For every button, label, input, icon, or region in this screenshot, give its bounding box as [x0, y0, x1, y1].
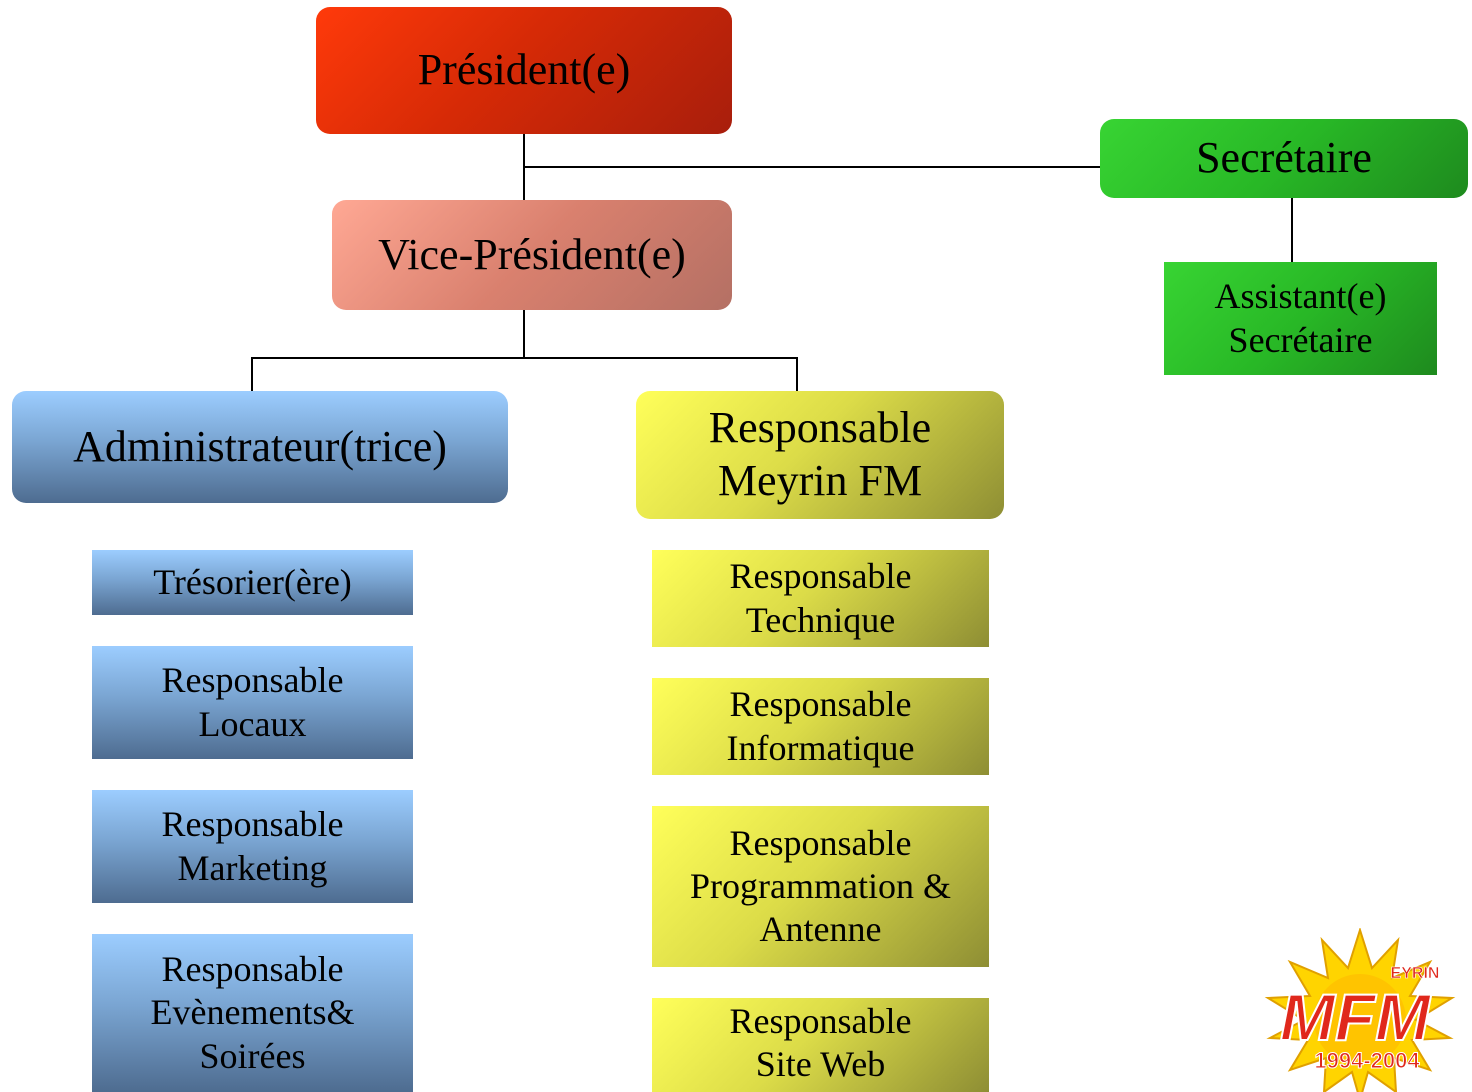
president-label: Président(e) — [417, 45, 631, 95]
responsable-evenements-box: Responsable Evènements& Soirées — [92, 934, 413, 1092]
site-web-line-2: Site Web — [755, 1044, 886, 1085]
meyrin-line-2: Meyrin FM — [717, 456, 923, 505]
vice-president-box: Vice-Président(e) — [332, 200, 732, 310]
responsable-technique-box: Responsable Technique — [652, 550, 989, 647]
logo-mfm-text: MFM — [1280, 980, 1432, 1054]
locaux-line-2: Locaux — [198, 703, 307, 744]
connector-horizontal-branch — [251, 357, 798, 359]
sun-logo-icon: EYRIN MFM 1994-2004 — [1264, 928, 1456, 1092]
tresorier-label: Trésorier(ère) — [153, 561, 352, 602]
meyrin-line-1: Responsable — [708, 403, 932, 453]
tresorier-box: Trésorier(ère) — [92, 550, 413, 615]
evenements-line-3: Soirées — [199, 1035, 306, 1076]
connector-president-secretaire — [523, 166, 1101, 168]
secretaire-label: Secrétaire — [1196, 133, 1372, 183]
sun-core — [1314, 974, 1406, 1066]
responsable-meyrin-box: Responsable Meyrin FM — [636, 391, 1004, 519]
connector-secretaire-assistant — [1291, 198, 1293, 262]
marketing-line-1: Responsable — [161, 804, 344, 845]
assistant-secretaire-box: Assistant(e) Secrétaire — [1164, 262, 1437, 375]
connector-to-meyrin — [796, 357, 798, 391]
marketing-line-2: Marketing — [177, 847, 328, 888]
assistant-line-1: Assistant(e) — [1214, 276, 1387, 317]
responsable-marketing-box: Responsable Marketing — [92, 790, 413, 903]
technique-line-2: Technique — [745, 599, 896, 640]
connector-vice-down — [523, 310, 525, 358]
logo-years: 1994-2004 — [1314, 1048, 1420, 1073]
evenements-line-2: Evènements& — [150, 992, 355, 1033]
technique-line-1: Responsable — [729, 556, 912, 597]
secretaire-box: Secrétaire — [1100, 119, 1468, 198]
meyrin-fm-logo: EYRIN MFM 1994-2004 — [1255, 928, 1465, 1092]
president-box: Président(e) — [316, 7, 732, 134]
vice-president-label: Vice-Président(e) — [378, 229, 686, 279]
informatique-line-2: Informatique — [726, 727, 915, 768]
evenements-line-1: Responsable — [161, 949, 344, 990]
responsable-programmation-box: Responsable Programmation & Antenne — [652, 806, 989, 967]
administrateur-label: Administrateur(trice) — [73, 421, 447, 471]
assistant-line-2: Secrétaire — [1228, 319, 1373, 360]
programmation-line-1: Responsable — [729, 822, 912, 863]
responsable-locaux-box: Responsable Locaux — [92, 646, 413, 759]
responsable-site-web-box: Responsable Site Web — [652, 998, 989, 1092]
informatique-line-1: Responsable — [729, 684, 912, 725]
locaux-line-1: Responsable — [161, 660, 344, 701]
site-web-line-1: Responsable — [729, 1001, 912, 1041]
connector-to-administrateur — [251, 357, 253, 391]
logo-subtext: EYRIN — [1391, 965, 1440, 982]
administrateur-box: Administrateur(trice) — [12, 391, 508, 503]
programmation-line-2: Programmation & — [690, 865, 951, 906]
responsable-informatique-box: Responsable Informatique — [652, 678, 989, 775]
programmation-line-3: Antenne — [759, 909, 882, 950]
